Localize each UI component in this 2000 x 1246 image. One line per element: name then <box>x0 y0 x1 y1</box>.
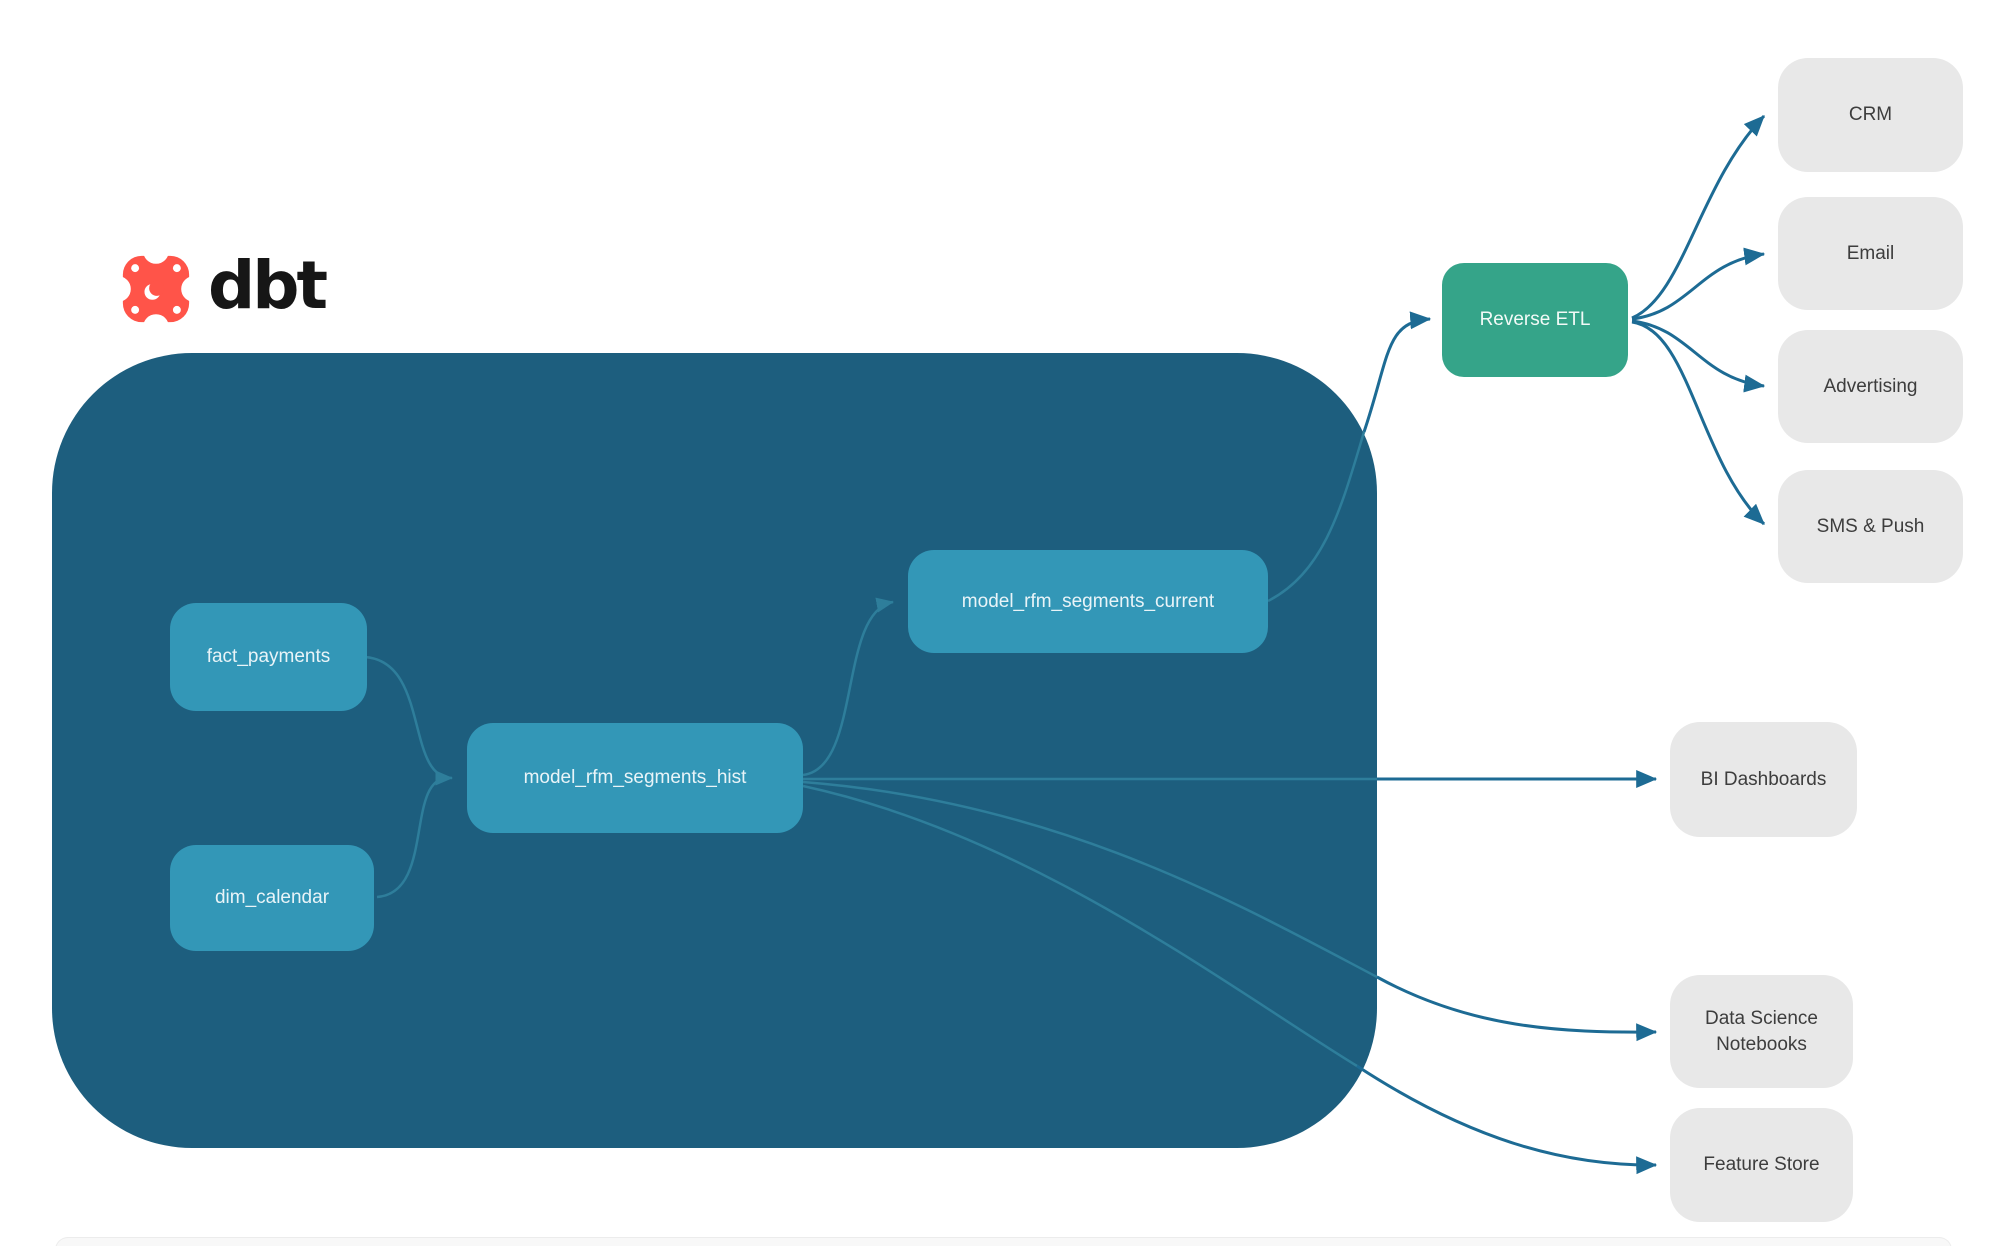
next-section-edge <box>55 1237 1952 1246</box>
node-label: dim_calendar <box>214 887 330 909</box>
node-data-science-notebooks: Data Science Notebooks <box>1670 975 1853 1088</box>
node-crm: CRM <box>1778 58 1963 172</box>
edge-retl-to-advertising <box>1631 319 1766 393</box>
edge-hist-to-ds <box>1376 975 1658 1042</box>
edge-retl-to-crm <box>1631 114 1766 320</box>
dbt-logo-icon <box>120 253 192 325</box>
node-bi-dashboards: BI Dashboards <box>1670 722 1857 837</box>
node-label: Email <box>1846 242 1895 264</box>
node-model-rfm-segments-hist: model_rfm_segments_hist <box>467 723 803 833</box>
node-sms-push: SMS & Push <box>1778 470 1963 583</box>
edge-current-to-retl <box>1362 311 1432 433</box>
dbt-wordmark: dbt <box>208 247 328 324</box>
node-advertising: Advertising <box>1778 330 1963 443</box>
node-label: BI Dashboards <box>1700 768 1827 790</box>
node-model-rfm-segments-current: model_rfm_segments_current <box>908 550 1268 653</box>
node-label: Reverse ETL <box>1479 309 1591 331</box>
edge-retl-to-email <box>1631 247 1766 321</box>
node-label: Feature Store <box>1703 1154 1820 1176</box>
node-label: CRM <box>1848 104 1893 126</box>
node-label: Data Science Notebooks <box>1704 1007 1818 1055</box>
node-label: Advertising <box>1823 375 1918 397</box>
node-dim-calendar: dim_calendar <box>170 845 374 951</box>
node-fact-payments: fact_payments <box>170 603 367 711</box>
node-label: model_rfm_segments_hist <box>523 767 747 789</box>
node-label: model_rfm_segments_current <box>961 590 1215 612</box>
node-reverse-etl: Reverse ETL <box>1442 263 1628 377</box>
dbt-logo: dbt <box>120 247 328 325</box>
node-label: fact_payments <box>206 646 331 668</box>
node-label: SMS & Push <box>1816 515 1925 537</box>
node-feature-store: Feature Store <box>1670 1108 1853 1222</box>
edge-retl-to-sms <box>1631 320 1766 526</box>
edge-hist-to-fs <box>1356 1064 1658 1175</box>
node-email: Email <box>1778 197 1963 310</box>
